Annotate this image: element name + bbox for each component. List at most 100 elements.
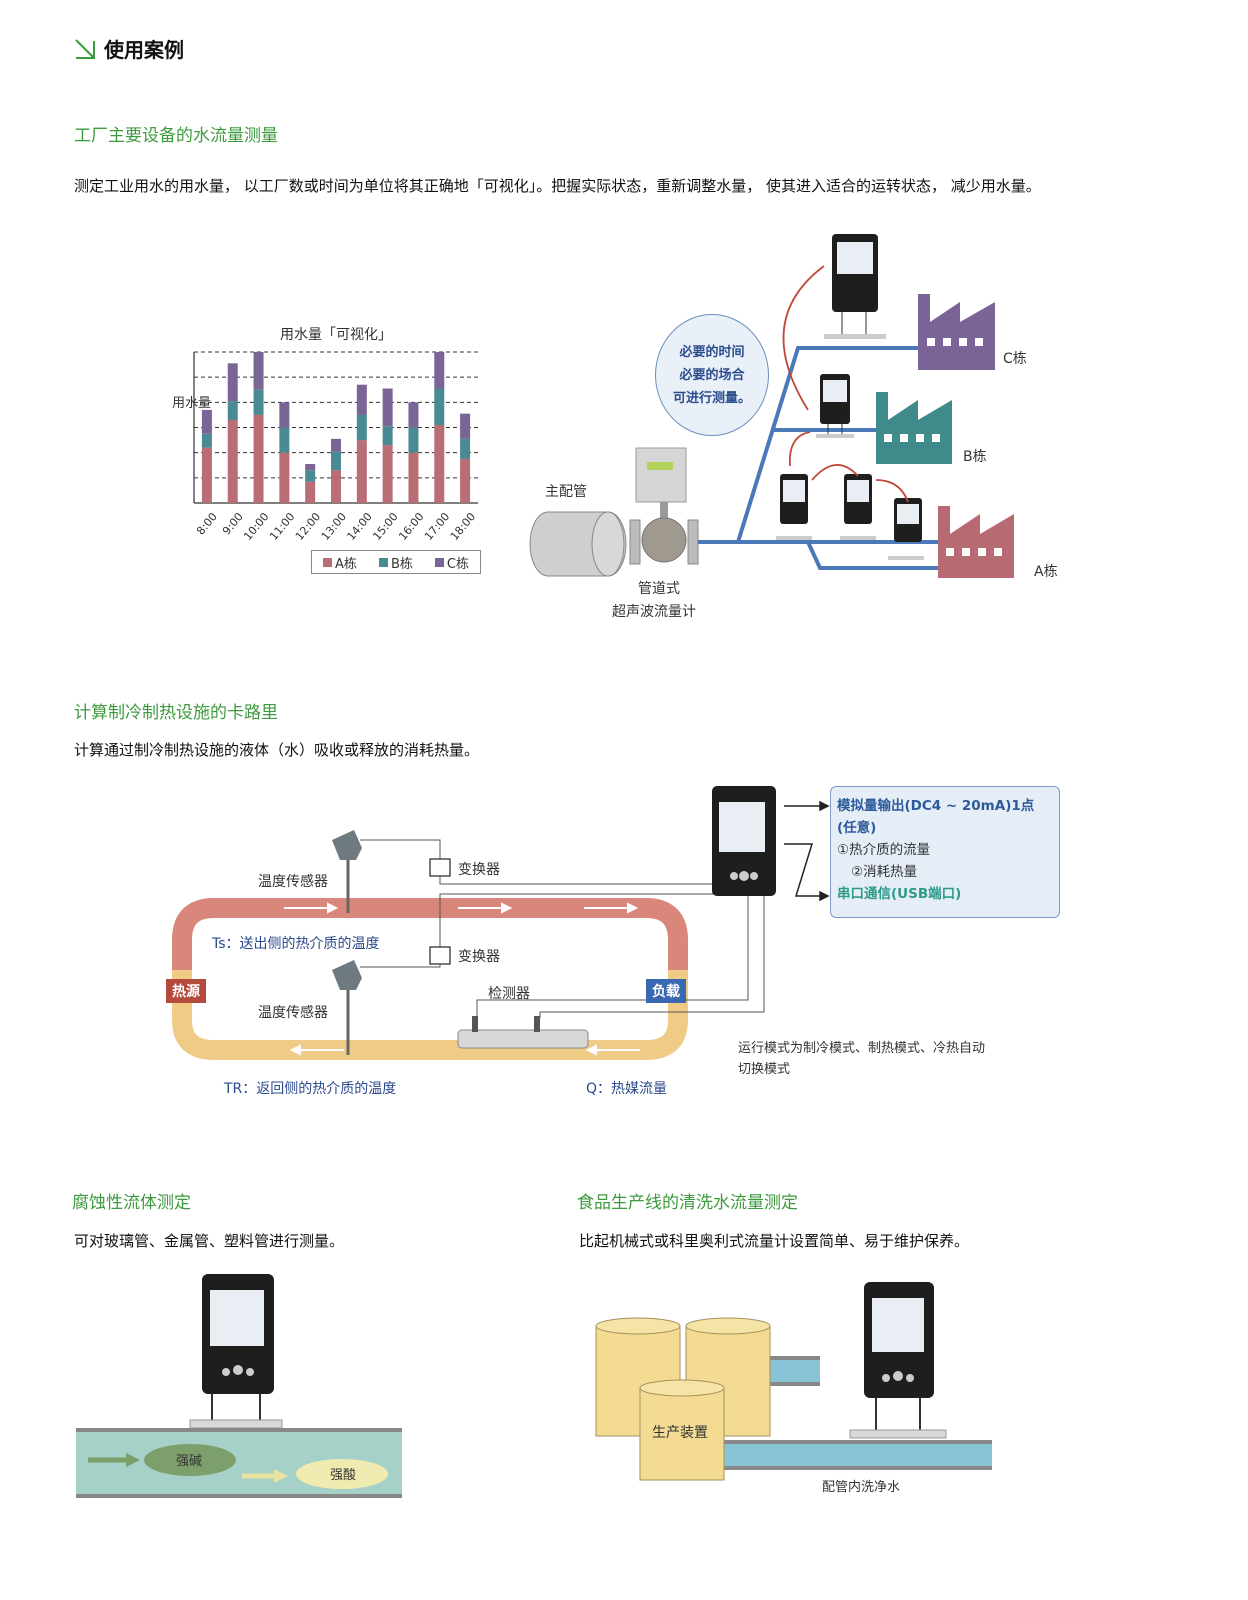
x-tick-label: 13:00 [319,510,349,543]
bar-a-900 [227,419,238,503]
section4-title: 食品生产线的清洗水流量测定 [577,1193,798,1213]
section2-title: 计算制冷制热设施的卡路里 [74,703,278,723]
portable-meter-icon [824,234,886,339]
bar-b-800 [201,433,212,448]
flow-arrow-icon [242,1469,288,1483]
bar-b-900 [227,401,238,420]
load-badge: 负载 [646,979,686,1003]
info-line: 模拟量输出(DC4 ~ 20mA)1点 [837,798,1035,814]
portable-meter-icon [888,498,924,560]
bar-a-1200 [305,481,316,503]
legend-item-b: B栋 [378,553,413,572]
converter-top-box [429,858,451,877]
detector-label: 检测器 [488,986,530,1002]
wash-pipe [720,1440,992,1470]
portable-meter-icon [776,474,812,540]
legend-label-a: A栋 [335,556,357,572]
info-line: (任意) [837,820,877,836]
bar-c-1000 [253,352,264,390]
bar-a-1000 [253,414,264,503]
x-tick-label: 15:00 [370,510,400,543]
converter-bottom-box [429,946,451,965]
chart-title: 用水量「可视化」 [280,327,392,343]
section2-description: 计算通过制冷制热设施的液体（水）吸收或释放的消耗热量。 [74,741,480,759]
building-c-label: C栋 [1003,351,1027,367]
meter-label-line1: 管道式 [638,581,680,597]
bar-b-1600 [408,427,419,453]
bar-c-800 [201,409,212,434]
tank-icon [639,1379,725,1481]
bar-b-1500 [382,426,393,446]
bubble-line: 必要的场合 [679,367,745,383]
factory-c-icon [918,294,995,370]
factory-network-diagram [529,234,1014,578]
bar-a-1600 [408,452,419,503]
temperature-sensor-bottom-icon [332,960,362,1055]
temp-sensor-top-label: 温度传感器 [258,874,328,890]
legend-swatch-b [378,557,388,567]
page-title: 使用案例 [74,34,184,63]
alkali-label: 强碱 [176,1454,203,1469]
bar-b-1700 [434,388,445,425]
alkali-blob [144,1444,236,1476]
main-pipe-label: 主配管 [545,484,587,500]
legend-swatch-a [323,557,333,567]
legend-label-b: B栋 [390,556,413,572]
bubble-line: 必要的时间 [679,344,745,360]
bar-b-1300 [331,451,341,471]
acid-label: 强酸 [330,1468,357,1483]
section3-title: 腐蚀性流体测定 [72,1193,191,1213]
factory-b-icon [876,392,952,464]
info-line: 串口通信(USB端口) [837,886,962,902]
flow-arrow-icon [88,1453,140,1467]
bar-c-1500 [382,388,393,427]
meter-label-line2: 超声波流量计 [612,604,696,620]
bar-a-1300 [331,470,341,503]
mode-note-line: 切换模式 [738,1062,791,1077]
upper-pipe [770,1356,820,1386]
bar-c-1600 [408,402,419,428]
arrow-down-right-icon [75,38,95,59]
portable-meter-icon [849,1282,947,1439]
flow-arrows [284,902,640,1056]
main-pipe-icon [529,511,627,577]
bubble-line: 可进行测量。 [672,390,751,406]
bar-a-1500 [382,445,393,503]
portable-meter-icon [189,1274,283,1429]
section4-description: 比起机械式或科里奥利式流量计设置简单、易于维护保养。 [579,1232,970,1250]
output-arrows [784,800,830,902]
chart-ylabel: 用水量 [172,396,212,411]
x-tick-label: 12:00 [293,510,323,543]
legend-item-c: C栋 [434,553,469,572]
section1-description: 测定工业用水的用水量， 以工厂数或时间为单位将其正确地「可视化」。把握实际状态，… [74,177,1041,195]
page-title-text: 使用案例 [104,38,184,62]
bar-b-1400 [356,414,367,441]
section1-title: 工厂主要设备的水流量测量 [74,126,278,146]
chart-legend: A栋 B栋 C栋 [311,550,481,574]
tank-label: 生产装置 [652,1425,708,1441]
x-tick-label: 17:00 [422,510,452,543]
corrosive-fluid-diagram [76,1274,402,1498]
detector-sensor-icon [457,1016,589,1049]
bar-c-900 [227,363,238,402]
building-a-label: A栋 [1034,564,1058,580]
legend-label-c: C栋 [446,556,469,572]
heat-source-badge: 热源 [166,979,206,1003]
temp-sensor-bottom-label: 温度传感器 [258,1005,328,1021]
portable-meter-icon [840,474,876,540]
q-label: Q：热媒流量 [586,1081,668,1097]
bar-c-1400 [356,384,367,415]
heating-cooling-loop-diagram [172,786,830,1060]
x-tick-label: 16:00 [396,510,426,543]
bar-c-1700 [434,352,445,389]
bar-a-1800 [460,458,471,503]
bar-c-1100 [279,402,290,428]
bar-a-1700 [434,424,445,503]
signal-wires [360,839,765,1018]
bar-c-1200 [305,463,316,471]
acid-blob [296,1459,388,1489]
relocation-arrows [782,265,909,503]
bar-a-800 [201,447,212,503]
building-b-label: B栋 [963,449,987,465]
